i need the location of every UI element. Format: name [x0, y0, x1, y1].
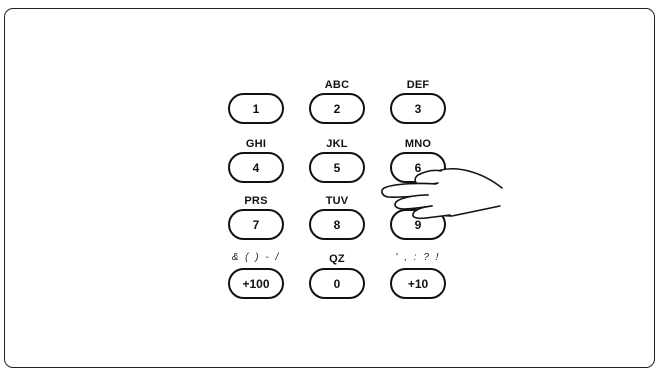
key-label: +10 — [407, 276, 429, 291]
key-8-letters: TUV — [325, 195, 349, 207]
key-label: 2 — [333, 101, 341, 116]
key-5[interactable]: 5 — [309, 152, 365, 183]
key-5-letters: JKL — [326, 138, 348, 150]
key-3-letters: DEF — [406, 79, 430, 91]
key-label: 5 — [333, 160, 341, 175]
key-label: 4 — [252, 160, 260, 175]
key-label: 1 — [252, 101, 260, 116]
key-0-letters: QZ — [329, 253, 345, 265]
key-3[interactable]: 3 — [390, 93, 446, 124]
key-label: 9 — [414, 217, 422, 232]
key-label: +100 — [242, 276, 270, 291]
key-plus10[interactable]: +10 — [390, 268, 446, 299]
key-plus100-symbols: & ( ) - / — [231, 252, 281, 263]
key-label: 6 — [414, 160, 422, 175]
key-4[interactable]: 4 — [228, 152, 284, 183]
key-8[interactable]: 8 — [309, 209, 365, 240]
key-2-letters: ABC — [324, 79, 350, 91]
key-7[interactable]: 7 — [228, 209, 284, 240]
key-label: 8 — [333, 217, 341, 232]
key-1[interactable]: 1 — [228, 93, 284, 124]
key-label: 7 — [252, 217, 260, 232]
diagram-frame — [4, 8, 655, 368]
key-label: 0 — [333, 276, 341, 291]
key-plus10-symbols: ' , : ? ! — [395, 252, 441, 263]
key-0[interactable]: 0 — [309, 268, 365, 299]
key-2[interactable]: 2 — [309, 93, 365, 124]
key-label: 3 — [414, 101, 422, 116]
key-4-letters: GHI — [245, 138, 267, 150]
key-7-letters: PRS — [244, 195, 268, 207]
key-plus100[interactable]: +100 — [228, 268, 284, 299]
key-6-letters: MNO — [404, 138, 432, 150]
